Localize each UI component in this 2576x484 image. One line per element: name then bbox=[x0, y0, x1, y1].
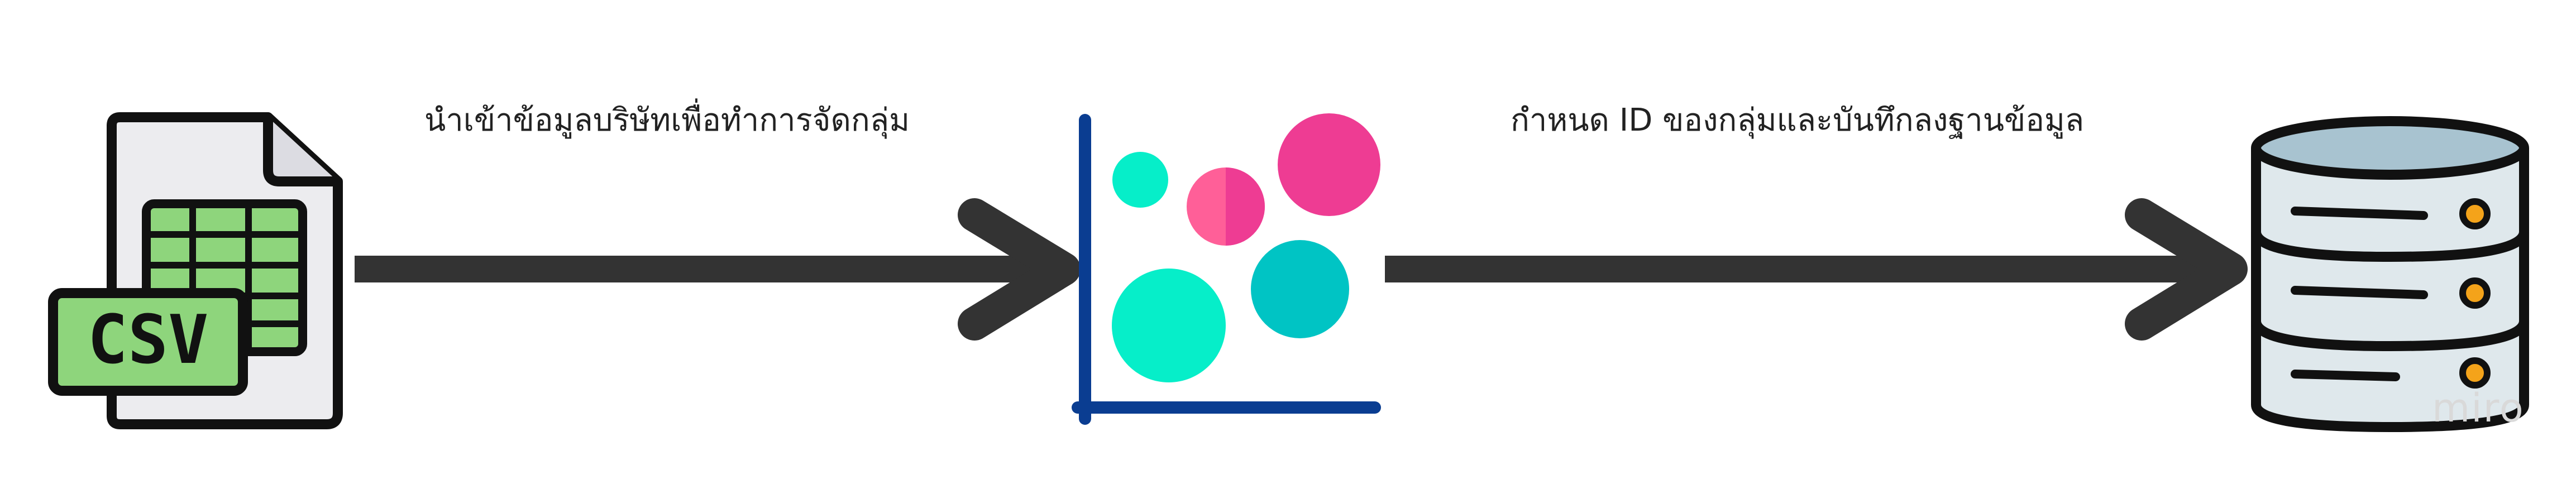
cluster-scatter-icon bbox=[1072, 113, 1381, 425]
cluster-point bbox=[1251, 240, 1349, 338]
miro-watermark: miro bbox=[2432, 385, 2525, 431]
cluster-point bbox=[1112, 152, 1168, 208]
cluster-point bbox=[1278, 113, 1380, 216]
import-step-label: นำเข้าข้อมูลบริษัทเพื่อทำการจัดกลุ่ม bbox=[424, 102, 910, 138]
csv-file-icon: CSV bbox=[48, 112, 343, 429]
assign-step-label: กำหนด ID ของกลุ่มและบันทึกลงฐานข้อมูล bbox=[1511, 102, 2085, 138]
database-icon bbox=[2251, 116, 2529, 433]
csv-label: CSV bbox=[88, 301, 209, 379]
right-arrow-icon bbox=[355, 198, 1081, 341]
cluster-point bbox=[1112, 269, 1226, 382]
right-arrow-icon bbox=[1385, 198, 2248, 341]
